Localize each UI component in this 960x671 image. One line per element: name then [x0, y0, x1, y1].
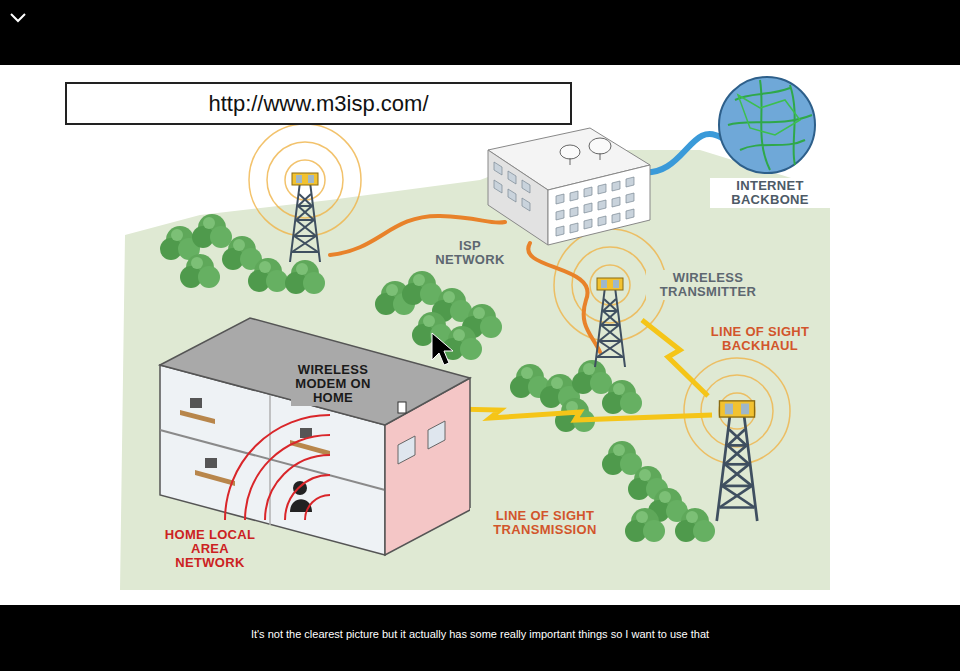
backhaul-label: LINE OF SIGHT BACKHAUL [690, 324, 830, 354]
transmitter-label: WIRELESS TRANSMITTER [646, 270, 770, 300]
lan-label: HOME LOCAL AREA NETWORK [160, 527, 260, 571]
transmission-label: LINE OF SIGHT TRANSMISSION [470, 508, 620, 538]
network-label: ISP NETWORK [425, 238, 515, 268]
backbone-label: INTERNET BACKBONE [710, 178, 830, 208]
url-box: http://www.m3isp.com/ [65, 82, 572, 125]
url-text: http://www.m3isp.com/ [208, 91, 428, 117]
modem-label: WIRELESS MODEM ON HOME [291, 362, 375, 406]
subtitle-caption: It's not the clearest picture but it act… [0, 628, 960, 640]
